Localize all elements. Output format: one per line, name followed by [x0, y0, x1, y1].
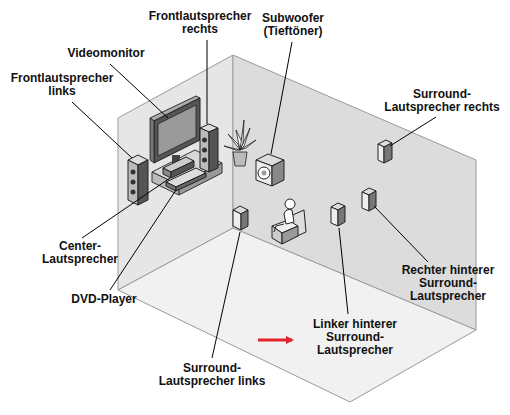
callout-label: Frontlautsprecher links [10, 72, 115, 98]
surround-right-speaker [378, 140, 392, 163]
plant [224, 120, 256, 166]
leader-line [110, 190, 176, 290]
subwoofer [256, 154, 284, 186]
dvd-player [166, 168, 206, 191]
leader-lines [72, 40, 436, 358]
leader-line [339, 228, 348, 314]
red-arrow [258, 339, 292, 342]
listener-chair [272, 199, 306, 244]
callout-label: Rechter hinterer Surround-Lautsprecher [401, 264, 496, 303]
leader-line [82, 178, 170, 238]
leader-line [207, 40, 208, 124]
leader-line [212, 232, 240, 358]
leader-line [390, 117, 436, 146]
leader-line [271, 42, 292, 154]
callout-label: Frontlautsprecher rechts [148, 10, 253, 36]
rear-right-speaker [362, 188, 376, 211]
floor [118, 228, 476, 402]
video-monitor [150, 96, 200, 167]
callout-label: DVD-Player [71, 293, 136, 306]
callout-label: Subwoofer (Tieftöner) [261, 12, 325, 38]
callout-label: Linker hinterer Surround-Lautsprecher [312, 318, 399, 357]
leader-line [110, 64, 168, 118]
leader-line [72, 102, 132, 158]
callout-label: Surround-Lautsprecher rechts [383, 88, 501, 114]
leader-line [374, 206, 428, 262]
surround-left-speaker [233, 206, 248, 230]
front-left-speaker [128, 155, 148, 205]
front-right-speaker [200, 124, 218, 172]
callout-label: Surround-Lautsprecher links [158, 362, 267, 388]
rear-left-speaker [331, 203, 345, 226]
callout-label: Center-Lautsprecher [41, 240, 120, 266]
callout-label: Videomonitor [67, 47, 144, 60]
